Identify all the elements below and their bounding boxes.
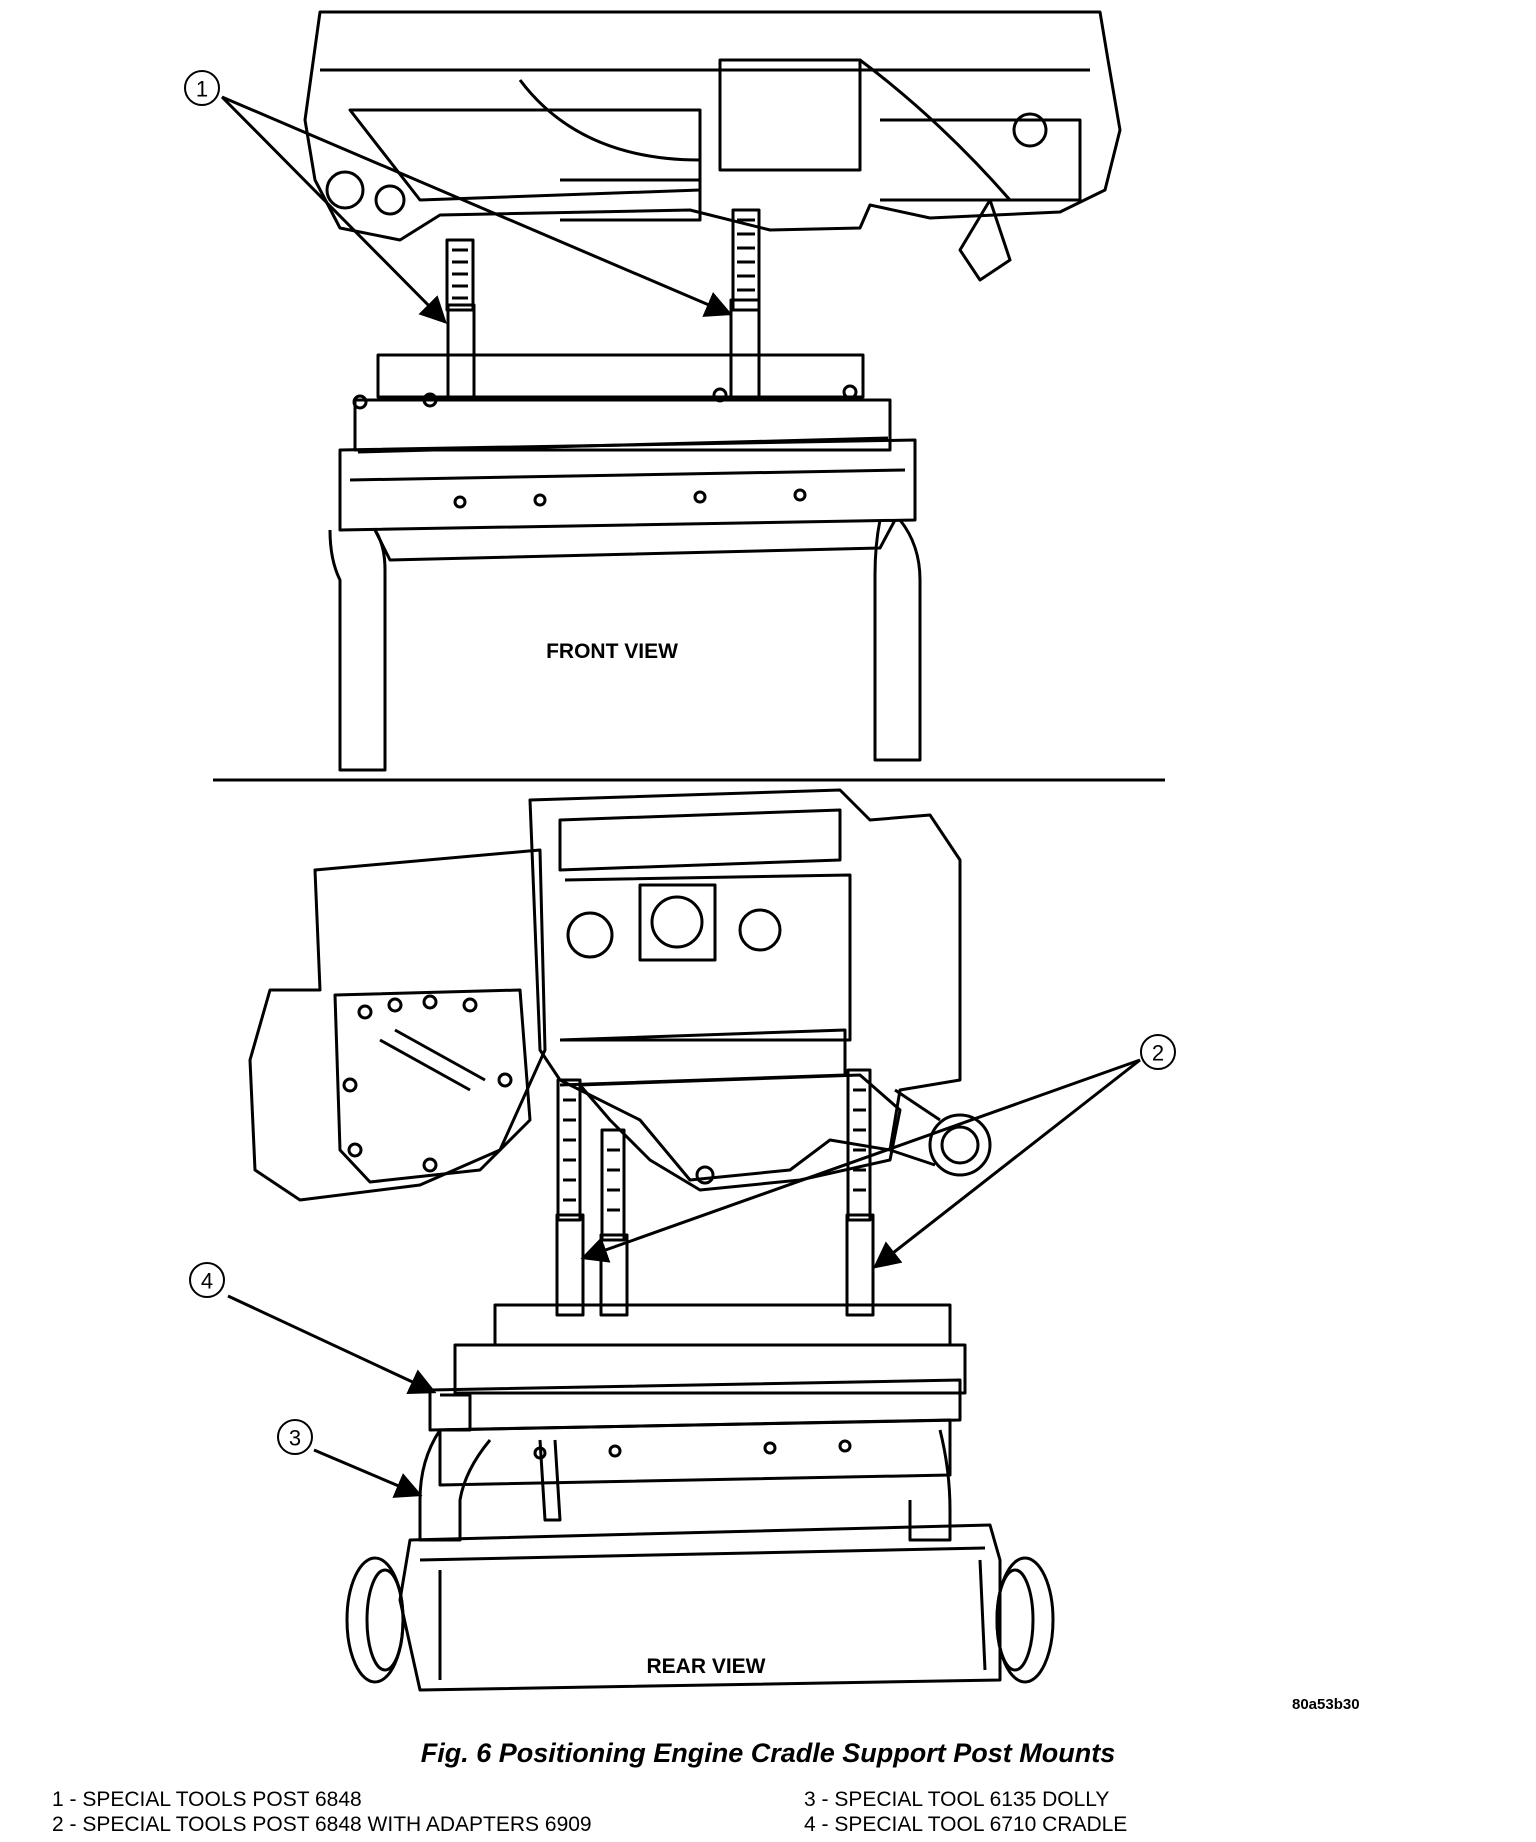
callout-1-arrows (220, 95, 733, 324)
legend-item-1: 1 - SPECIAL TOOLS POST 6848 (52, 1788, 362, 1811)
rear-view-label: REAR VIEW (646, 1655, 765, 1678)
callout-1: 1 (184, 70, 220, 106)
legend: 1 - SPECIAL TOOLS POST 6848 2 - SPECIAL … (52, 1788, 1502, 1842)
legend-item-3: 3 - SPECIAL TOOL 6135 DOLLY (804, 1788, 1110, 1811)
rear-view-drawing (248, 788, 1055, 1692)
callout-3-arrow (313, 1448, 423, 1498)
callout-3: 3 (277, 1419, 313, 1455)
front-view-label: FRONT VIEW (546, 640, 678, 663)
svg-text:3: 3 (289, 1426, 301, 1451)
front-view-drawing (303, 10, 1122, 772)
image-code: 80a53b30 (1292, 1696, 1360, 1713)
svg-text:4: 4 (201, 1269, 213, 1294)
svg-text:1: 1 (196, 77, 208, 102)
figure-caption: Fig. 6 Positioning Engine Cradle Support… (420, 1738, 1116, 1768)
callout-2-arrows (580, 1058, 1141, 1269)
legend-item-2: 2 - SPECIAL TOOLS POST 6848 WITH ADAPTER… (52, 1813, 592, 1836)
callout-4-arrow (227, 1294, 437, 1394)
callout-4: 4 (189, 1262, 225, 1298)
callout-2: 2 (1140, 1034, 1176, 1070)
svg-text:2: 2 (1152, 1041, 1164, 1066)
legend-item-4: 4 - SPECIAL TOOL 6710 CRADLE (804, 1813, 1128, 1836)
